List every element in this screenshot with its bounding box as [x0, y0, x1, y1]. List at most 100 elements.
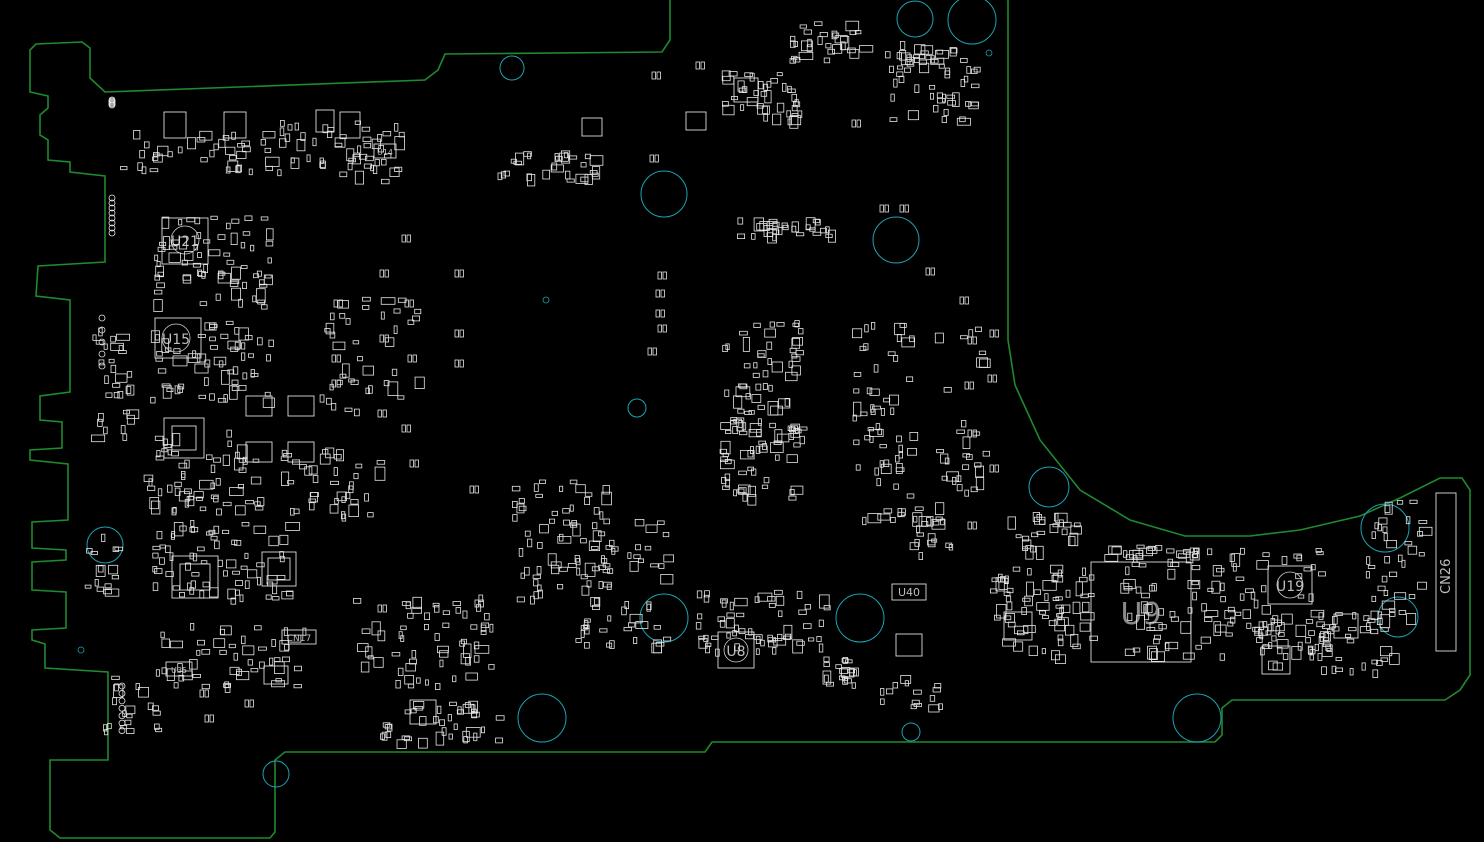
smd-pad [104, 583, 112, 589]
smd-pad [1401, 559, 1406, 568]
smd-pad [598, 581, 604, 589]
smd-pad [568, 155, 578, 160]
smd-pad [720, 598, 728, 604]
smd-pad [254, 625, 262, 631]
smd-pad [1079, 622, 1091, 632]
smd-pad [1079, 576, 1088, 583]
smd-pad [1025, 545, 1034, 560]
smd-pad [432, 716, 439, 724]
smd-pad [889, 117, 898, 122]
smd-pad [362, 304, 370, 310]
smd-pad [791, 356, 801, 362]
smd-pad [559, 485, 564, 492]
smd-pad [209, 714, 214, 723]
smd-pad [697, 613, 703, 620]
smd-pad [847, 47, 856, 54]
smd-pad [998, 581, 1008, 590]
smd-pad [755, 383, 762, 391]
smd-pad [873, 364, 879, 373]
smd-pad [791, 337, 801, 349]
smd-pad [1253, 599, 1259, 609]
smd-pad [1224, 610, 1236, 620]
smd-pad [231, 131, 236, 140]
smd-pad [606, 583, 612, 590]
smd-pad [956, 429, 965, 434]
smd-pad [454, 359, 459, 368]
smd-pad [1036, 602, 1050, 611]
smd-pad [542, 169, 550, 180]
smd-pad [741, 86, 748, 93]
smd-pad [256, 270, 262, 277]
smd-pad [527, 538, 533, 548]
smd-pad [1282, 653, 1289, 660]
smd-pad [775, 454, 780, 461]
smd-pad [1220, 596, 1226, 603]
smd-pad [111, 575, 119, 580]
smd-pad [840, 41, 846, 51]
smd-pad [1216, 567, 1225, 573]
smd-pad [374, 159, 380, 167]
smd-pad [319, 162, 326, 168]
smd-pad [960, 79, 966, 87]
smd-pad [914, 84, 920, 94]
smd-pad [380, 159, 387, 166]
smd-pad [789, 426, 796, 433]
smd-pad [192, 262, 202, 268]
smd-pad [736, 612, 745, 618]
smd-pad [190, 520, 195, 527]
smd-pad [995, 577, 1005, 592]
smd-pad [1418, 552, 1425, 557]
smd-pad [151, 156, 159, 161]
smd-pad [818, 619, 824, 627]
smd-pad [319, 157, 324, 164]
smd-pad [394, 166, 403, 172]
smd-pad [196, 353, 207, 363]
smd-pad [309, 502, 315, 511]
smd-pad [160, 631, 165, 639]
smd-pad [334, 498, 339, 505]
smd-pad [150, 500, 161, 515]
smd-pad [790, 485, 804, 495]
smd-pad [696, 590, 703, 599]
smd-pad [353, 408, 360, 417]
smd-pad [149, 496, 160, 510]
smd-pad [412, 315, 420, 322]
smd-pad [599, 628, 608, 633]
smd-pad [500, 171, 506, 179]
smd-pad [887, 351, 896, 356]
smd-pad [715, 648, 720, 657]
smd-pad [156, 282, 165, 289]
smd-pad [1002, 638, 1016, 647]
smd-pad [173, 522, 184, 537]
smd-pad [535, 493, 543, 498]
smd-pad [756, 429, 762, 437]
smd-pad [283, 627, 288, 636]
smd-pad [319, 453, 331, 465]
smd-pad [265, 156, 280, 167]
smd-pad [220, 333, 229, 339]
smd-pad [880, 463, 892, 475]
smd-pad [738, 419, 743, 428]
smd-pad [156, 260, 161, 268]
smd-pad [203, 377, 209, 386]
smd-pad [1138, 563, 1147, 568]
smd-pad [816, 636, 822, 642]
smd-pad [439, 650, 449, 658]
smd-pad [872, 405, 881, 410]
ic-u40-designator: U40 [898, 586, 920, 599]
smd-pad [277, 169, 282, 177]
smd-pad [169, 640, 183, 649]
smd-pad [725, 618, 735, 629]
smd-pad [768, 603, 776, 608]
smd-pad [792, 322, 800, 327]
smd-pad [1149, 622, 1163, 632]
smd-pad [183, 488, 192, 495]
smd-pad [864, 324, 869, 333]
smd-pad [171, 531, 176, 538]
smd-pad [539, 479, 547, 484]
smd-pad [602, 563, 611, 568]
smd-pad [177, 663, 183, 672]
smd-pad [347, 162, 353, 171]
smd-pad [527, 173, 536, 187]
smd-pad [593, 507, 600, 515]
